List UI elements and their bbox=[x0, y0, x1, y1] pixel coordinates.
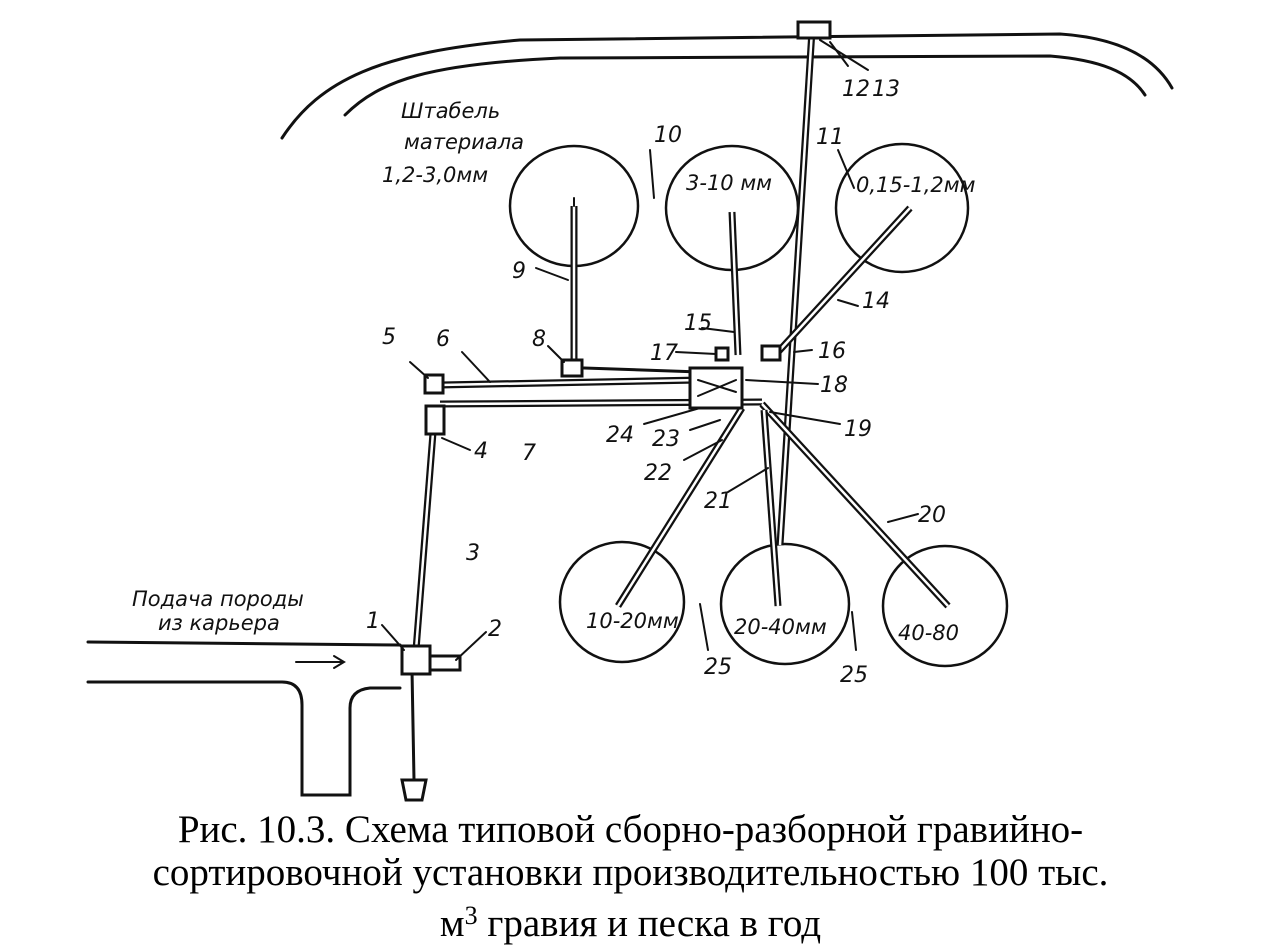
figure-caption: Рис. 10.3. Схема типовой сборно-разборно… bbox=[0, 808, 1261, 945]
num-21: 21 bbox=[704, 489, 732, 514]
num-6: 6 bbox=[436, 327, 450, 352]
unit-12-13 bbox=[796, 20, 832, 40]
caption-line-3-text: гравия и песка в год bbox=[477, 902, 822, 945]
pile-label-3-10: 3-10 мм bbox=[686, 171, 772, 195]
stockpile-note: Штабель материала 1,2-3,0мм bbox=[382, 99, 524, 187]
conveyors bbox=[410, 29, 951, 782]
feed-line-1: Подача породы bbox=[132, 587, 304, 611]
stockpiles-bottom bbox=[558, 540, 1009, 668]
num-9: 9 bbox=[512, 259, 526, 284]
num-8: 8 bbox=[532, 327, 546, 352]
num-23: 23 bbox=[652, 427, 680, 452]
unit-17 bbox=[714, 346, 730, 362]
unit-4 bbox=[424, 404, 446, 436]
num-22: 22 bbox=[644, 461, 672, 486]
haul-road bbox=[86, 640, 402, 797]
num-5: 5 bbox=[382, 325, 396, 350]
leaders bbox=[381, 39, 919, 661]
pile-label-10-20: 10-20мм bbox=[586, 609, 679, 633]
note-line-1: Штабель bbox=[401, 99, 500, 123]
caption-unit: м bbox=[439, 902, 465, 945]
unit-16 bbox=[760, 344, 782, 362]
stockpile-0-15-1-2mm bbox=[834, 142, 970, 274]
num-11: 11 bbox=[816, 125, 844, 150]
unit-drive bbox=[400, 778, 428, 802]
num-1: 1 bbox=[366, 609, 380, 634]
caption-line-2: сортировочной установки производительнос… bbox=[152, 851, 1109, 894]
pile-label-20-40: 20-40мм bbox=[734, 615, 827, 639]
num-17: 17 bbox=[650, 341, 678, 366]
number-labels: 1 2 3 4 5 6 7 8 9 10 11 12 13 14 15 16 1… bbox=[366, 77, 946, 688]
num-19: 19 bbox=[844, 417, 872, 442]
num-15: 15 bbox=[684, 311, 712, 336]
stockpile-40-80mm bbox=[881, 544, 1009, 668]
unit-5 bbox=[423, 373, 445, 395]
num-20: 20 bbox=[918, 503, 946, 528]
unit-2 bbox=[428, 654, 462, 672]
pile-label-40-80: 40-80 bbox=[898, 621, 959, 645]
equipment bbox=[400, 20, 832, 802]
num-12: 12 bbox=[842, 77, 870, 102]
stockpile-10-20mm bbox=[558, 540, 686, 664]
caption-line-1: Рис. 10.3. Схема типовой сборно-разборно… bbox=[177, 808, 1084, 851]
stockpiles-top bbox=[508, 142, 970, 274]
num-13: 13 bbox=[872, 77, 900, 102]
num-25a: 25 bbox=[704, 655, 732, 680]
feed-line-2: из карьера bbox=[158, 611, 280, 635]
road bbox=[280, 32, 1174, 140]
num-4: 4 bbox=[474, 439, 488, 464]
num-24: 24 bbox=[606, 423, 634, 448]
note-line-3: 1,2-3,0мм bbox=[382, 163, 488, 187]
num-16: 16 bbox=[818, 339, 846, 364]
feed-note: Подача породы из карьера bbox=[132, 587, 304, 635]
pile-label-015-12: 0,15-1,2мм bbox=[856, 173, 976, 197]
unit-1-feeder bbox=[400, 644, 432, 676]
num-3: 3 bbox=[466, 541, 480, 566]
pile-labels: 3-10 мм 0,15-1,2мм 10-20мм 20-40мм 40-80 bbox=[586, 171, 976, 645]
caption-line-3: м3 гравия и песка в год bbox=[0, 894, 1261, 945]
num-18: 18 bbox=[820, 373, 848, 398]
stockpile-20-40mm bbox=[719, 542, 851, 666]
note-line-2: материала bbox=[404, 130, 524, 154]
num-14: 14 bbox=[862, 289, 890, 314]
unit-8 bbox=[560, 358, 584, 378]
num-10: 10 bbox=[654, 123, 682, 148]
num-25b: 25 bbox=[840, 663, 868, 688]
caption-unit-exponent: 3 bbox=[464, 901, 478, 930]
num-7: 7 bbox=[522, 441, 536, 466]
num-2: 2 bbox=[488, 617, 502, 642]
